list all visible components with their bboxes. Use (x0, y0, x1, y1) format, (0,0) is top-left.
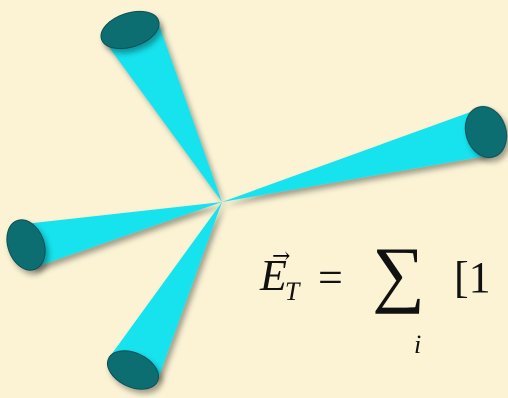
vector-arrow: → (272, 244, 290, 269)
equals-sign: = (318, 252, 343, 303)
equation-trailing: [1 (454, 252, 491, 303)
sum-index: i (414, 330, 421, 360)
sum-symbol: ∑ (372, 232, 425, 317)
equation-subscript: T (285, 277, 299, 306)
